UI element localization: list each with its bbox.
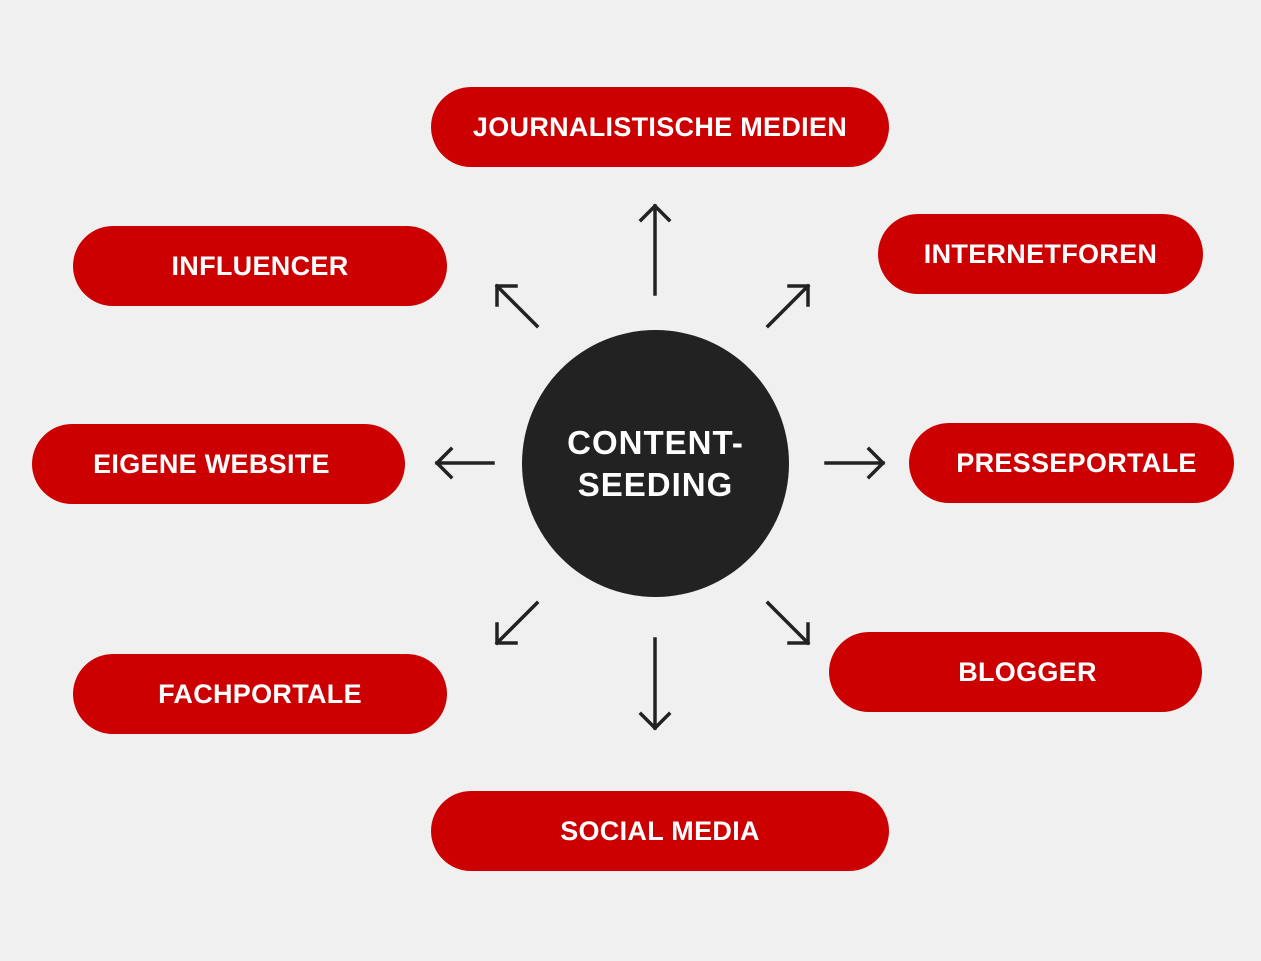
channel-social-media: SOCIAL MEDIA [431,791,889,871]
channel-blogger: BLOGGER [829,632,1202,712]
arrow-up-icon [638,203,672,296]
arrow-down-icon [638,637,672,731]
channel-presseportale: PRESSEPORTALE [909,423,1234,503]
arrow-right-icon [824,446,886,480]
channel-fachportale: FACHPORTALE [73,654,447,734]
channel-eigene-website: EIGENE WEBSITE [32,424,405,504]
channel-journalistische-medien: JOURNALISTISCHE MEDIEN [431,87,889,167]
arrow-down-left-icon [494,600,540,646]
content-seeding-hub: CONTENT- SEEDING [522,330,789,597]
channel-influencer: INFLUENCER [73,226,447,306]
hub-title-line1: CONTENT- [567,423,744,461]
arrow-up-left-icon [494,283,540,329]
hub-title-line2: SEEDING [577,465,734,503]
arrow-up-right-icon [765,283,811,329]
channel-internetforen: INTERNETFOREN [878,214,1203,294]
arrow-left-icon [434,446,495,480]
arrow-down-right-icon [765,600,811,646]
